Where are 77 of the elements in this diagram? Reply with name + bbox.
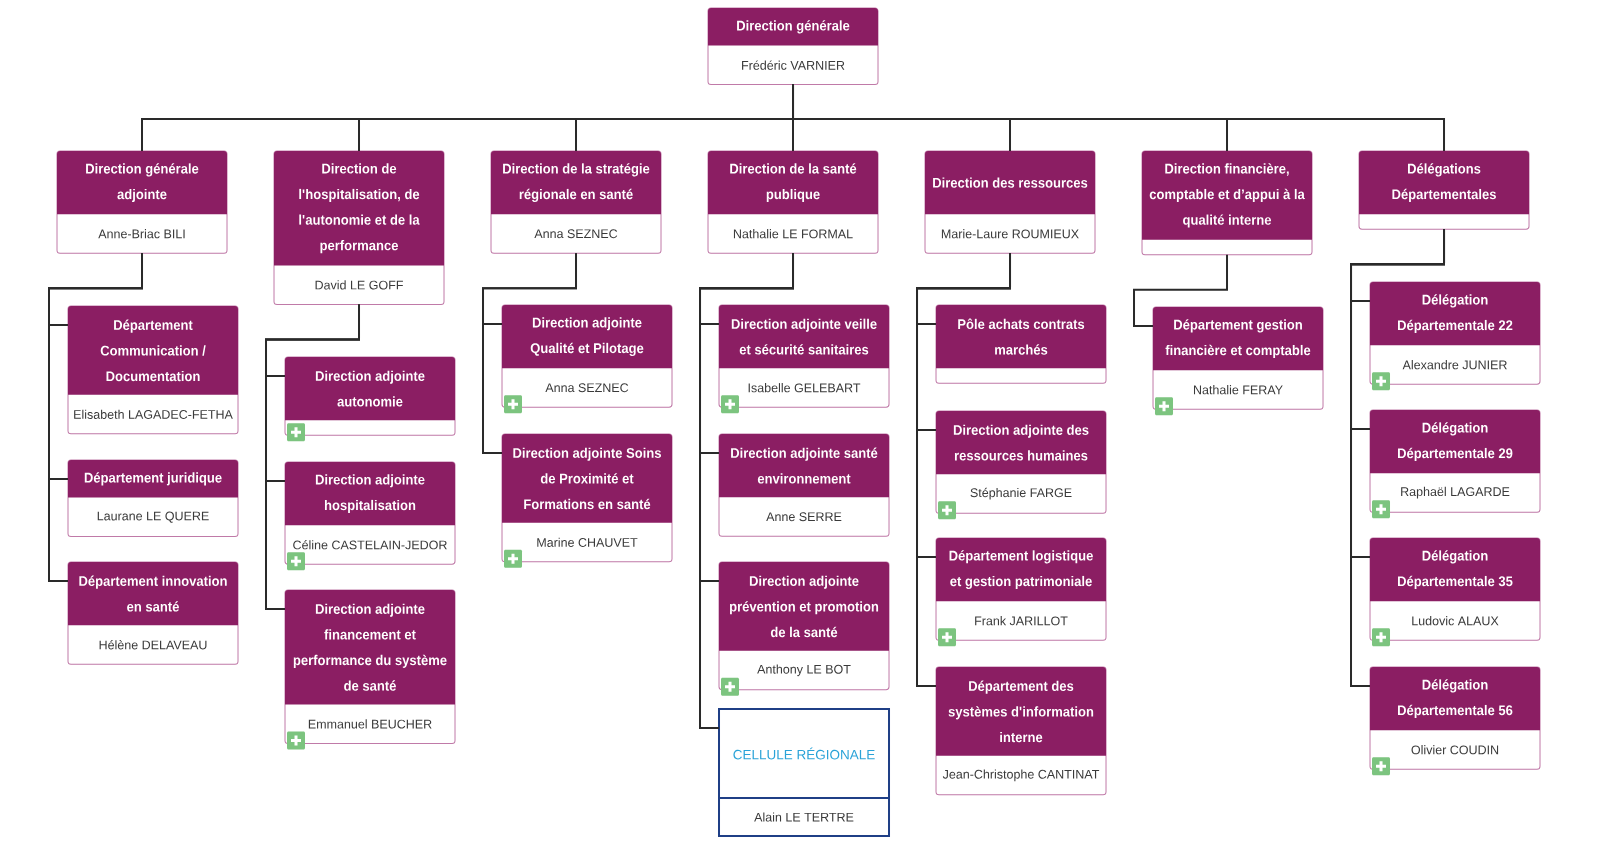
person-name: Olivier COUDIN [1411, 745, 1499, 755]
unit-title: Département juridique [84, 472, 222, 486]
org-chart-box [718, 708, 890, 837]
unit-title: Département logistique et gestion patrimoniale [949, 550, 1093, 589]
person-name: Marie-Laure ROUMIEUX [941, 229, 1079, 239]
person-name: Elisabeth LAGADEC-FETHA [74, 409, 233, 419]
person-name: Anna SEZNEC [534, 229, 618, 239]
person-name: Alexandre JUNIER [1402, 360, 1507, 370]
unit-title: Direction adjointe des ressources humaines [953, 424, 1089, 461]
org-chart-box [67, 305, 239, 435]
connector-line [792, 83, 1445, 152]
org-chart-box [56, 150, 228, 254]
unit-title: CELLULE RÉGIONALE [733, 747, 875, 760]
unit-title: Direction adjointe santé environnement [731, 447, 878, 484]
person-name: Hélène DELAVEAU [99, 640, 207, 650]
person-name: Isabelle GELEBART [748, 383, 861, 393]
unit-title: Direction adjointe autonomie [315, 370, 425, 407]
unit-title: Département des systèmes d'information interne [948, 680, 1094, 743]
person-name: Raphaël LAGARDE [1401, 486, 1510, 499]
unit-title: Direction de la stratégie régionale en santé [503, 163, 650, 202]
org-chart-box [935, 304, 1107, 384]
unit-title: Délégation Départementale 56 [1398, 679, 1513, 718]
org-chart-box [273, 150, 445, 305]
unit-title: Délégation Départementale 22 [1398, 294, 1513, 333]
unit-title: Direction adjointe Qualité et Pilotage [530, 317, 644, 356]
org-chart-box [707, 7, 879, 86]
person-name: Stéphanie FARGE [970, 487, 1072, 500]
unit-title: Département Communication / Documentation [100, 319, 206, 382]
org-chart-box [707, 150, 879, 254]
person-name: David LE GOFF [315, 280, 403, 290]
org-chart-box [924, 150, 1096, 254]
unit-title: Délégation Départementale 29 [1398, 422, 1513, 461]
person-name: Laurane LE QUERE [97, 511, 209, 523]
person-name: Céline CASTELAIN-JEDOR [293, 540, 447, 550]
org-chart-box [935, 666, 1107, 796]
org-chart-box [1358, 150, 1530, 230]
unit-title: Département gestion financière et comptable [1165, 319, 1311, 358]
org-chart-box [67, 459, 239, 538]
unit-title: Direction de la santé publique [730, 163, 857, 202]
unit-title: Direction générale [737, 20, 850, 34]
org-chart-box [490, 150, 662, 254]
person-name: Marine CHAUVET [537, 537, 638, 547]
connector-line [482, 252, 577, 454]
person-name: Anne-Briac BILI [98, 229, 185, 239]
unit-title: Direction adjointe prévention et promotion de la santé [730, 575, 879, 638]
unit-title: Pôle achats contrats marchés [958, 318, 1085, 355]
unit-title: Direction des ressources [933, 177, 1088, 188]
org-chart-box [718, 433, 890, 537]
unit-title: Direction générale adjointe [86, 163, 199, 202]
org-chart-box [67, 561, 239, 665]
connector-line [265, 303, 360, 610]
connector-line [1133, 253, 1228, 327]
person-name: Alain LE TERTRE [754, 812, 854, 822]
person-name: Jean-Christophe CANTINAT [942, 769, 1100, 782]
person-name: Anthony LE BOT [757, 664, 851, 677]
person-name: Anne SERRE [766, 512, 842, 522]
person-name: Nathalie FERAY [1194, 385, 1283, 395]
unit-title: Direction adjointe financement et performance du système de santé [293, 603, 447, 691]
org-chart-box [1141, 150, 1313, 256]
connector-line [1350, 228, 1445, 687]
unit-title: Direction financière, comptable et d’appui à la qualité interne [1149, 163, 1305, 228]
person-name: Nathalie LE FORMAL [733, 229, 853, 239]
connector-line [699, 252, 794, 729]
unit-title: Direction de l'hospitalisation, de l'autonomie et de la performance [299, 163, 420, 254]
person-name: Ludovic ALAUX [1412, 616, 1499, 626]
unit-title: Délégation Départementale 35 [1398, 550, 1513, 589]
unit-title: Délégations Départementales [1392, 163, 1496, 202]
person-name: Anna SEZNEC [545, 383, 629, 393]
unit-title: Direction adjointe hospitalisation [315, 474, 425, 513]
person-name: Emmanuel BEUCHER [308, 719, 432, 729]
unit-title: Département innovation en santé [79, 575, 227, 612]
unit-title: Direction adjointe Soins de Proximité et Formations en santé [513, 447, 661, 510]
connector-line [916, 252, 1011, 687]
person-name: Frank JARILLOT [975, 616, 1068, 626]
person-name: Frédéric VARNIER [742, 60, 845, 70]
unit-title: Direction adjointe veille et sécurité sanitaires [731, 318, 877, 355]
connector-line [48, 252, 143, 582]
